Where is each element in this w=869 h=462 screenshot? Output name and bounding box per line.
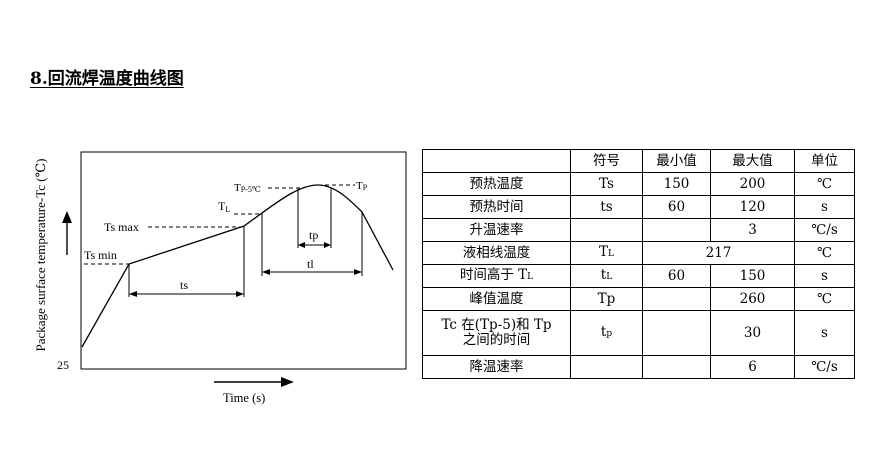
table-header-row: 符号 最小值 最大值 单位 <box>422 149 855 173</box>
tl-label: TL <box>218 199 230 214</box>
x-axis-label: Time (s) <box>223 391 265 405</box>
tp-interval-label: tp <box>309 228 318 242</box>
y-axis-label: Package surface temperature-Tc (℃) <box>33 159 48 352</box>
header-min: 最小值 <box>642 149 711 173</box>
header-param <box>422 149 571 173</box>
table-row: 预热时间 ts 60 120 s <box>422 195 855 219</box>
section-title: 8.回流焊温度曲线图 <box>30 69 184 89</box>
tp5-label: TP-5℃ <box>234 182 261 194</box>
temperature-curve-peak <box>261 184 394 271</box>
table-row: 升温速率 3 ℃/s <box>422 218 855 242</box>
tp-label: TP <box>356 180 368 192</box>
table-row: 液相线温度 TL 217 ℃ <box>422 241 855 265</box>
temperature-curve <box>81 212 263 348</box>
ts-min-label: Ts min <box>84 248 117 262</box>
y-axis-value: 25 <box>57 358 69 372</box>
header-max: 最大值 <box>710 149 795 173</box>
diagram-frame <box>80 151 407 370</box>
reflow-spec-table: 符号 最小值 最大值 单位 预热温度 Ts 150 200 ℃ 预热时间 ts … <box>422 149 855 379</box>
table-row: 时间高于 TL tL 60 150 s <box>422 264 855 288</box>
table-row: 降温速率 6 ℃/s <box>422 355 855 379</box>
x-axis-arrowhead <box>281 377 294 387</box>
table-row: 峰值温度 Tp 260 ℃ <box>422 287 855 311</box>
y-axis-arrowhead <box>62 211 72 223</box>
header-unit: 单位 <box>794 149 855 173</box>
ts-interval-label: ts <box>180 278 188 292</box>
tl-interval-label: tl <box>307 257 314 271</box>
table-row: 预热温度 Ts 150 200 ℃ <box>422 172 855 196</box>
ts-max-label: Ts max <box>104 220 139 234</box>
header-symbol: 符号 <box>570 149 643 173</box>
